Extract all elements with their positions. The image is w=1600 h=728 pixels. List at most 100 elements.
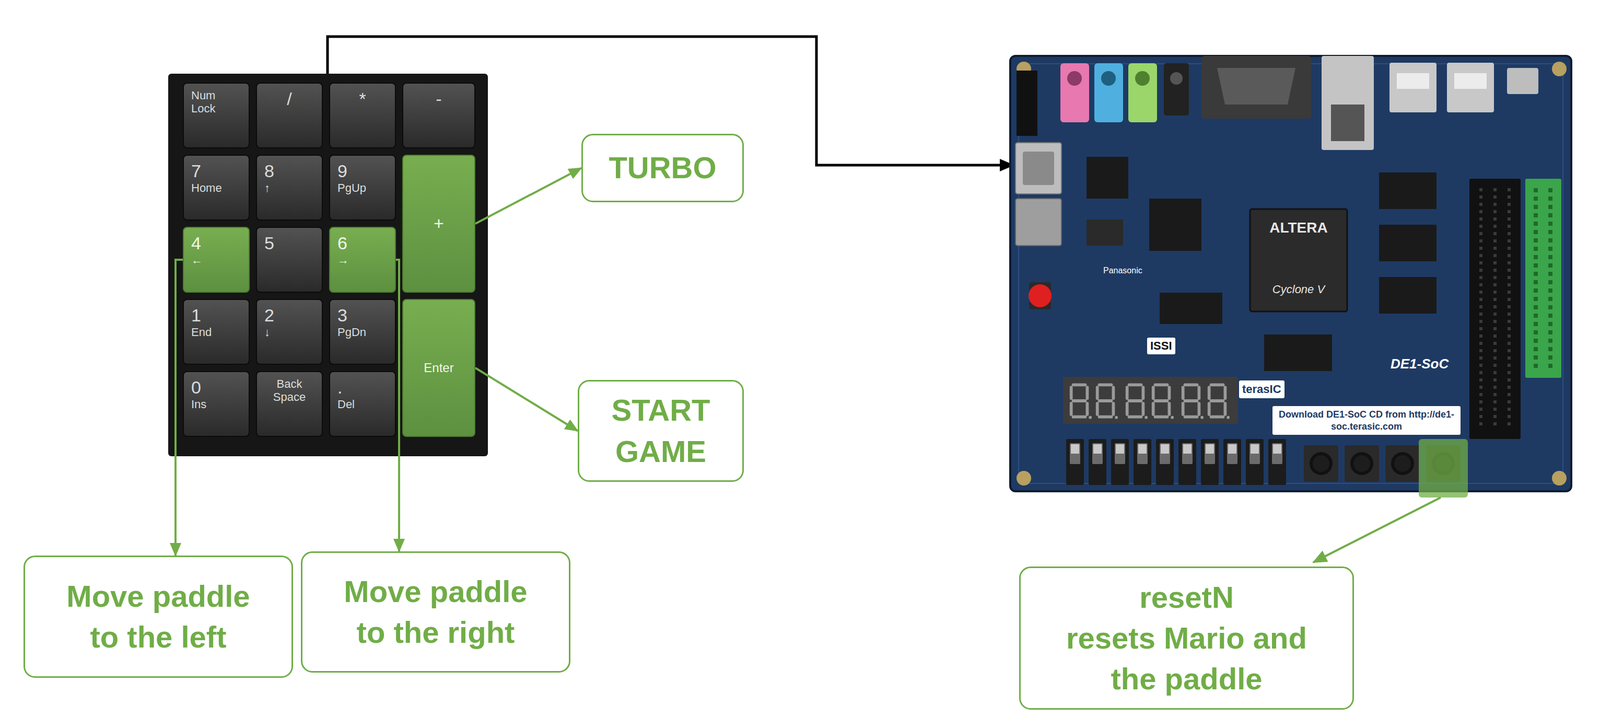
arrow-connector	[475, 367, 578, 431]
fpga-board	[1015, 198, 1062, 246]
fpga-board	[1170, 72, 1183, 85]
fpga-board	[1088, 438, 1107, 485]
key-label: Num Lock	[191, 88, 223, 116]
fpga-board	[1250, 208, 1348, 312]
key-label: *	[358, 88, 366, 110]
board-label: Download DE1-SoC CD from http://de1-soc.…	[1272, 405, 1461, 435]
fpga-board	[1344, 445, 1380, 482]
fpga-board	[1094, 63, 1124, 123]
fpga-board	[1135, 71, 1150, 86]
key-label: .	[337, 377, 343, 398]
key-label: 7	[191, 160, 202, 182]
fpga-board	[1469, 178, 1521, 439]
fpga-board	[1128, 63, 1158, 123]
fpga-board	[1067, 71, 1082, 86]
fpga-board	[1060, 63, 1090, 123]
fpga-board	[1016, 470, 1032, 486]
fpga-board	[1010, 55, 1572, 492]
fpga-board	[1149, 198, 1202, 251]
fpga-board	[1507, 67, 1539, 95]
key-label: ↑	[264, 181, 271, 195]
fpga-board	[1245, 438, 1264, 485]
board-label: terasIC	[1239, 380, 1285, 399]
keypad-key: /	[255, 82, 323, 149]
board-label: DE1-SoC	[1390, 355, 1449, 373]
callout-box: Move paddle to the right	[300, 551, 571, 673]
fpga-board	[1379, 172, 1437, 209]
key-label: →	[337, 253, 349, 267]
key-label: 3	[337, 305, 348, 326]
key-label: PgUp	[337, 181, 367, 195]
keypad-key: 2↓	[255, 298, 323, 365]
key-label: Ins	[191, 397, 207, 411]
board-label: ALTERA	[1250, 218, 1348, 237]
fpga-board	[1209, 384, 1230, 419]
fpga-board	[1015, 142, 1062, 194]
keypad-key: Back Space	[255, 370, 323, 437]
key-label: End	[191, 325, 212, 339]
arrow-connector	[175, 259, 183, 556]
keypad-body	[168, 73, 488, 457]
fpga-board	[1379, 224, 1437, 262]
arrow-connector	[395, 259, 400, 552]
board-label: Cyclone V	[1250, 282, 1348, 297]
key-label: 9	[337, 160, 348, 182]
fpga-board	[1071, 384, 1092, 419]
fpga-board	[1086, 156, 1129, 199]
key-label: 6	[337, 232, 348, 254]
keypad-key: -	[402, 82, 476, 149]
fpga-board	[1018, 63, 1563, 484]
key-label: 5	[264, 232, 275, 254]
key-label: 0	[191, 377, 202, 398]
fpga-board	[1200, 438, 1219, 485]
fpga-board	[1551, 470, 1567, 486]
keypad-key: 1End	[182, 298, 250, 365]
fpga-board	[1029, 282, 1051, 310]
key-label: /	[286, 88, 292, 110]
fpga-board	[1163, 63, 1189, 116]
fpga-board	[1217, 67, 1296, 105]
fpga-board	[1063, 376, 1239, 424]
fpga-board	[1086, 219, 1124, 246]
fpga-board	[1454, 73, 1487, 89]
key-label: -	[435, 88, 442, 110]
fpga-board	[1379, 276, 1437, 314]
key-label: Del	[337, 397, 355, 411]
key-label: Home	[191, 181, 223, 195]
fpga-board	[1268, 438, 1287, 485]
fpga-board	[1385, 445, 1420, 482]
reset-button-highlight	[1418, 438, 1468, 498]
key-label: 4	[191, 232, 202, 254]
key-label: PgDn	[337, 325, 367, 339]
fpga-board	[1535, 188, 1551, 369]
keypad-key: 4←	[182, 226, 250, 293]
fpga-board	[1201, 55, 1312, 119]
fpga-board	[1178, 438, 1197, 485]
fpga-board	[1330, 104, 1365, 142]
keypad-key: Num Lock	[182, 82, 250, 149]
fpga-board	[1111, 438, 1129, 485]
keypad-key: 3PgDn	[329, 298, 396, 365]
reset-button-highlight	[1418, 438, 1468, 498]
fpga-board	[1155, 438, 1174, 485]
board-label: ISSI	[1147, 337, 1176, 355]
callout-box: Move paddle to the left	[23, 555, 294, 678]
fpga-board	[1010, 55, 1572, 492]
callout-box: resetNresets Mario and the paddle	[1019, 566, 1354, 710]
fpga-board	[1101, 71, 1116, 86]
fpga-board	[1016, 70, 1038, 136]
callout-text: Move paddle to the right	[333, 570, 538, 653]
key-label: 8	[264, 160, 275, 182]
keypad-key: *	[329, 82, 396, 149]
key-label: Back Space	[271, 377, 308, 404]
fpga-board	[1183, 384, 1204, 419]
callout-text: TURBO	[608, 147, 717, 189]
callout-box: TURBO	[581, 133, 744, 203]
fpga-board	[1159, 292, 1223, 324]
keypad-key: Enter	[402, 298, 476, 437]
reset-leader-line	[1313, 497, 1441, 563]
keypad-body	[168, 73, 488, 457]
callout-text: resets Mario and the paddle	[1044, 617, 1329, 700]
